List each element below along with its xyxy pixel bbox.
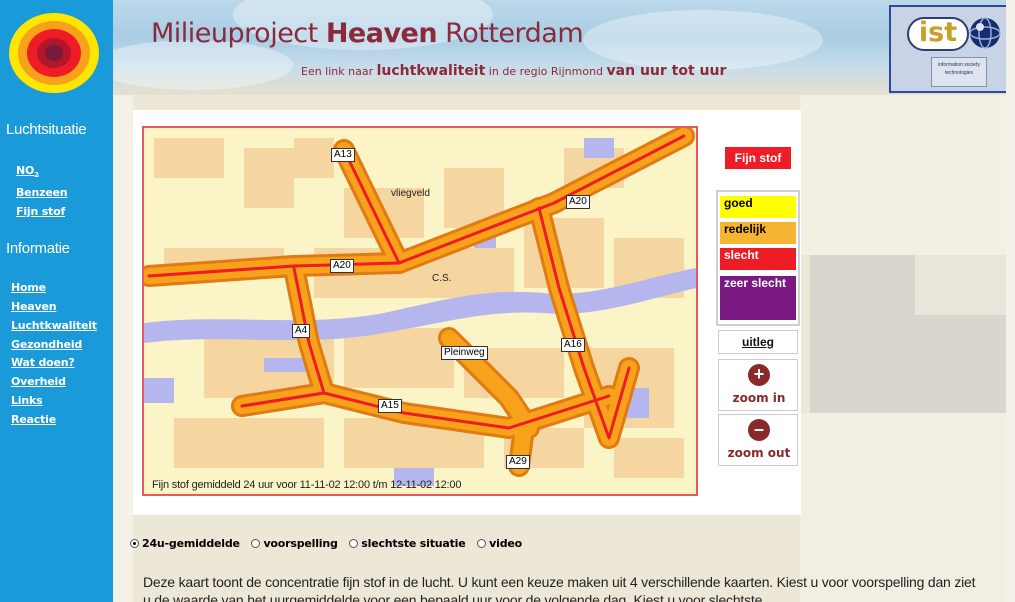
radio-icon xyxy=(477,539,487,548)
background-panel xyxy=(800,413,1015,602)
zoom-out-label: zoom out xyxy=(727,446,791,460)
road-label-a15: A15 xyxy=(378,399,402,413)
legend-level-slecht: slecht xyxy=(720,248,796,270)
globe-icon xyxy=(969,17,1001,49)
sidebar-link-reactie[interactable]: Reactie xyxy=(11,413,56,426)
road-label-a20-east: A20 xyxy=(566,195,590,209)
legend-box: goed redelijk slecht zeer slecht xyxy=(716,190,800,326)
sidebar-heading-informatie: Informatie xyxy=(6,240,70,257)
sidebar-link-wat-doen[interactable]: Wat doen? xyxy=(11,356,75,369)
plus-icon: + xyxy=(748,364,770,386)
legend-level-goed: goed xyxy=(720,196,796,218)
ist-logo-text: ist xyxy=(907,17,969,51)
sidebar-heading-luchtsituatie: Luchtsituatie xyxy=(6,121,87,138)
pollutant-tag: Fijn stof xyxy=(725,147,791,169)
option-voorspelling[interactable]: voorspelling xyxy=(251,537,338,550)
map-graphic xyxy=(144,128,696,486)
road-label-a16: A16 xyxy=(561,338,585,352)
sidebar-link-links[interactable]: Links xyxy=(11,394,43,407)
legend-level-redelijk: redelijk xyxy=(720,222,796,244)
sidebar: Luchtsituatie NO2 Benzeen Fijn stof Info… xyxy=(0,0,113,602)
option-24u-gemiddelde[interactable]: 24u-gemiddelde xyxy=(130,537,240,550)
background-panel xyxy=(915,255,1015,315)
background-panel xyxy=(800,95,1015,255)
sidebar-link-benzeen[interactable]: Benzeen xyxy=(16,186,68,199)
site-title: Milieuproject Heaven Rotterdam xyxy=(151,18,584,49)
sidebar-link-heaven[interactable]: Heaven xyxy=(11,300,57,313)
scrollbar[interactable] xyxy=(1006,0,1015,602)
header-banner: Milieuproject Heaven Rotterdam Een link … xyxy=(113,0,1015,95)
pollution-map[interactable]: A13 A20 A20 A4 A16 A15 A29 Pleinweg vlie… xyxy=(142,126,698,496)
sidebar-link-no2[interactable]: NO2 xyxy=(16,164,39,180)
heaven-logo xyxy=(9,13,99,93)
zoom-in-button[interactable]: + zoom in xyxy=(718,359,798,411)
minus-icon: – xyxy=(748,419,770,441)
road-label-pleinweg: Pleinweg xyxy=(441,346,488,360)
road-label-a29: A29 xyxy=(506,455,530,469)
option-video[interactable]: video xyxy=(477,537,522,550)
site-subtitle: Een link naar luchtkwaliteit in de regio… xyxy=(301,63,727,79)
zoom-in-label: zoom in xyxy=(732,391,786,405)
content-margin xyxy=(113,95,133,602)
sidebar-link-overheid[interactable]: Overheid xyxy=(11,375,66,388)
map-type-options: 24u-gemiddelde voorspelling slechtste si… xyxy=(130,537,530,550)
sidebar-link-fijn-stof[interactable]: Fijn stof xyxy=(16,205,66,218)
ist-logo[interactable]: ist information society technologies xyxy=(889,5,1010,93)
zoom-out-button[interactable]: – zoom out xyxy=(718,414,798,466)
explain-button[interactable]: uitleg xyxy=(718,330,798,354)
radio-icon xyxy=(130,539,139,548)
radio-icon xyxy=(349,539,359,548)
option-slechtste-situatie[interactable]: slechtste situatie xyxy=(349,537,466,550)
sidebar-link-luchtkwaliteit[interactable]: Luchtkwaliteit xyxy=(11,319,97,332)
road-label-a4: A4 xyxy=(292,324,311,338)
legend-level-zeer-slecht: zeer slecht xyxy=(720,276,796,320)
road-label-a13: A13 xyxy=(331,148,355,162)
cloud-decoration xyxy=(113,40,293,90)
road-label-a20-west: A20 xyxy=(330,259,354,273)
place-label-cs: C.S. xyxy=(432,273,452,284)
sidebar-link-home[interactable]: Home xyxy=(11,281,46,294)
cloud-decoration xyxy=(583,10,823,70)
map-caption: Fijn stof gemiddeld 24 uur voor 11-11-02… xyxy=(152,479,462,491)
radio-icon xyxy=(251,539,261,548)
map-description: Deze kaart toont de concentratie fijn st… xyxy=(143,574,976,602)
water-areas xyxy=(144,138,696,486)
sidebar-link-gezondheid[interactable]: Gezondheid xyxy=(11,338,83,351)
place-label-vliegveld: vliegveld xyxy=(391,188,430,199)
ist-tagline: information society technologies xyxy=(931,57,987,87)
